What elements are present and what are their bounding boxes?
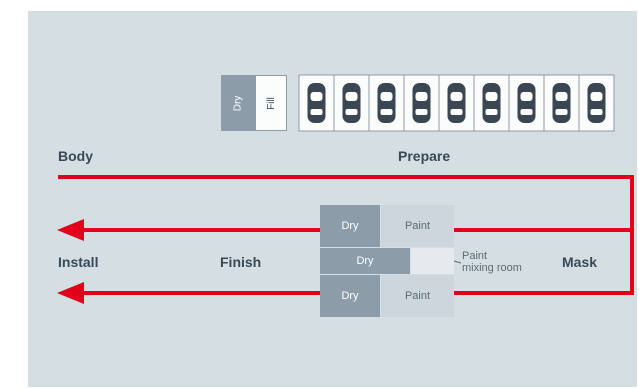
stage-label-finish: Finish xyxy=(220,254,262,270)
paint-booth-bottom-dry: Dry xyxy=(320,275,380,317)
car-icon xyxy=(482,83,501,123)
prepare-bay xyxy=(368,74,405,132)
stage-label-install: Install xyxy=(58,254,99,270)
car-icon xyxy=(587,83,606,123)
diagram-panel xyxy=(28,11,637,387)
prepare-bay xyxy=(508,74,545,132)
car-icon xyxy=(342,83,361,123)
car-icon xyxy=(447,83,466,123)
prepare-bay xyxy=(403,74,440,132)
fill-booth: Fill xyxy=(255,75,287,131)
car-icon xyxy=(377,83,396,123)
prepare-bay xyxy=(543,74,580,132)
car-icon xyxy=(307,83,326,123)
mixing-room-label-line2: mixing room xyxy=(462,262,522,274)
stage-label-mask: Mask xyxy=(562,254,598,270)
prepare-bay xyxy=(298,74,335,132)
car-icon xyxy=(552,83,571,123)
paint-mixing-room xyxy=(411,248,454,274)
paint-booth-top-paint: Paint xyxy=(381,205,454,247)
mixing-room-label-line1: Paint xyxy=(462,250,488,262)
dry-booth: Dry xyxy=(221,75,255,131)
paint-booth-bottom-paint: Paint xyxy=(381,275,454,317)
prepare-bay xyxy=(333,74,370,132)
paint-booth-top-dry: Dry xyxy=(320,205,380,247)
car-icon xyxy=(412,83,431,123)
paint-booth-middle-dry: Dry xyxy=(320,248,410,274)
prepare-bay xyxy=(438,74,475,132)
prepare-bay xyxy=(578,74,615,132)
flow-line-main xyxy=(58,175,634,295)
arrowhead-lower xyxy=(57,282,84,304)
stage-label-body: Body xyxy=(58,148,93,164)
arrowhead-upper xyxy=(57,219,84,241)
car-icon xyxy=(517,83,536,123)
stage-label-prepare: Prepare xyxy=(398,148,451,164)
prepare-bay xyxy=(473,74,510,132)
